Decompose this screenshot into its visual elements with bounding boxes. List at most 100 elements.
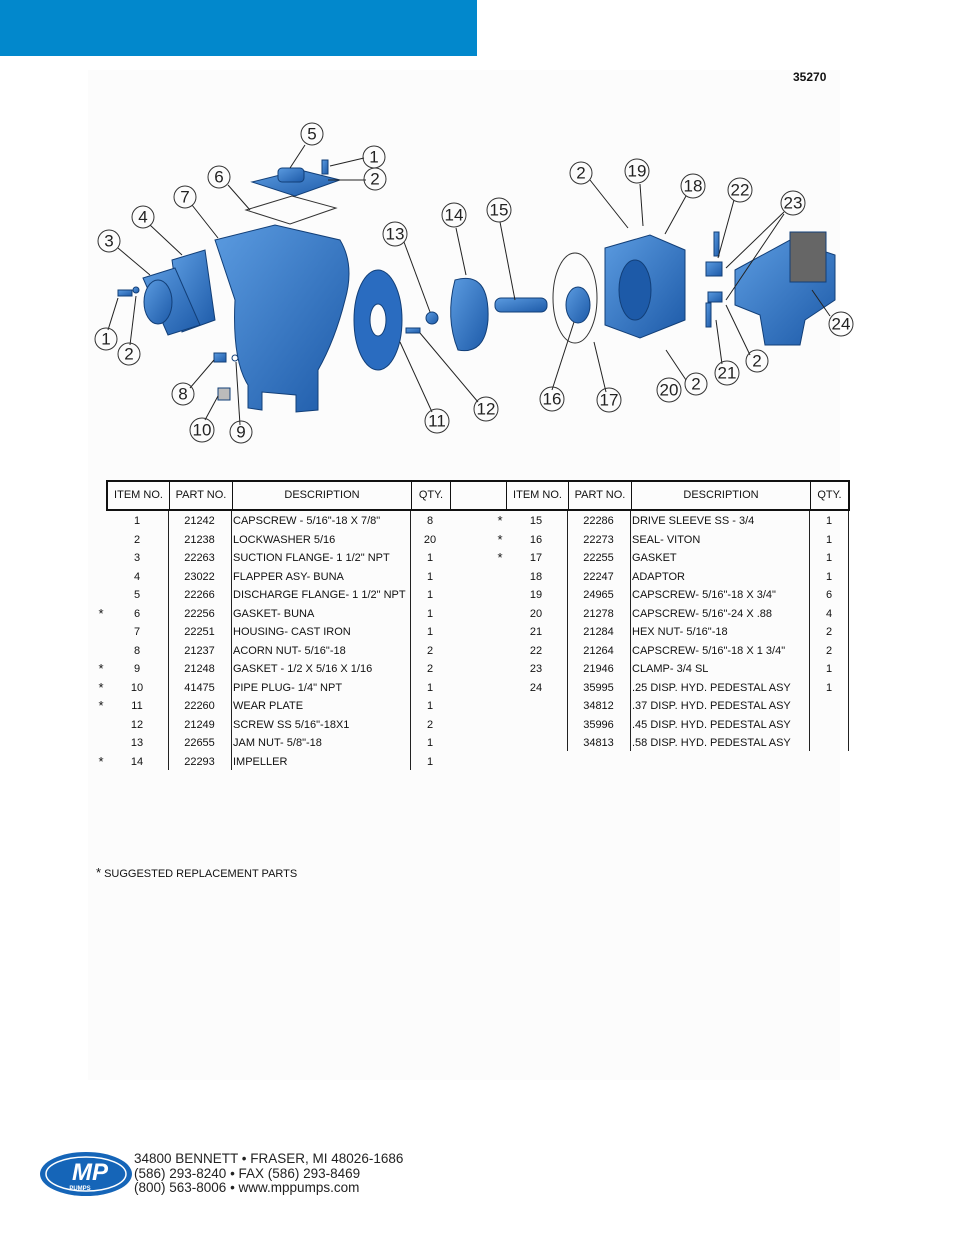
gasket-6 [244, 195, 338, 225]
item-number-cell: 5 [133, 589, 141, 601]
callout-16 [539, 386, 565, 412]
quantity-cell: 2 [825, 644, 833, 657]
quantity-cell: 8 [426, 515, 434, 527]
replacement-star: * [497, 531, 503, 547]
mp-pumps-logo: MP PUMPS [38, 1150, 134, 1198]
capscrew-22 [713, 231, 720, 257]
quantity-cell: 1 [426, 755, 434, 768]
item-number-cell: 21 [529, 626, 543, 638]
footnote: *SUGGESTED REPLACEMENT PARTS [96, 865, 297, 880]
replacement-star: * [98, 679, 104, 695]
part-number-cell: 35995 [583, 681, 614, 694]
header-accent-bar [0, 0, 477, 56]
jam-nut [425, 311, 439, 325]
address-line-1: 34800 BENNETT • FRASER, MI 48026-1686 [134, 1151, 404, 1166]
item-number-cell: 16 [529, 533, 543, 546]
item-number-cell: 14 [130, 755, 144, 768]
callout-label: 12 [477, 400, 496, 419]
document-number: 35270 [793, 70, 827, 84]
header-spacer [451, 482, 507, 509]
quantity-cell: 1 [426, 552, 434, 564]
callout-label: 4 [138, 208, 147, 227]
capscrew-top [321, 159, 329, 175]
callout-15 [486, 197, 512, 223]
quantity-cell: 1 [426, 626, 434, 638]
callout-20 [656, 377, 682, 403]
gasket-9 [231, 354, 239, 362]
quantity-cell: 1 [825, 515, 833, 527]
callout-22 [727, 177, 753, 203]
replacement-star: * [98, 753, 104, 769]
callout-6 [207, 165, 231, 189]
callout-label: 2 [691, 375, 700, 394]
callout-label: 2 [752, 352, 761, 371]
item-number-cell: 4 [133, 570, 141, 583]
screw-12 [405, 327, 421, 334]
description-cell: DISCHARGE FLANGE- 1 1/2" NPT [233, 589, 406, 601]
callout-7 [173, 185, 197, 209]
callout-10 [189, 417, 215, 443]
quantity-cell: 20 [423, 533, 437, 546]
quantity-cell: 2 [825, 626, 833, 638]
callout-label: 5 [307, 125, 316, 144]
callout-label: 23 [784, 194, 803, 213]
quantity-cell: 2 [426, 718, 434, 731]
item-number-cell: 6 [133, 607, 141, 620]
item-number-cell: 2 [133, 533, 141, 546]
replacement-star: * [98, 661, 104, 676]
hex-nut [707, 291, 723, 303]
quantity-cell: 1 [426, 681, 434, 694]
capscrew-left [117, 289, 133, 297]
item-number-cell: 8 [133, 644, 141, 657]
callout-label: 21 [718, 364, 737, 383]
callout-label: 8 [178, 385, 187, 404]
gasket-17 [552, 252, 598, 344]
quantity-cell: 1 [426, 607, 434, 620]
callout-19 [624, 158, 650, 184]
part-number-cell: 22251 [184, 626, 215, 638]
part-number-cell: 22247 [583, 570, 614, 583]
replacement-star: * [98, 698, 104, 713]
callout-12 [473, 396, 499, 422]
callout-21 [714, 360, 740, 386]
header-part-no-right: PART NO. [569, 482, 632, 509]
callout-label: 22 [731, 181, 750, 200]
callout-label: 20 [660, 381, 679, 400]
description-cell: CAPSCREW- 5/16"-24 X .88 [632, 607, 773, 620]
part-number-cell: 24965 [583, 589, 614, 601]
callout-label: 2 [576, 164, 585, 183]
description-cell: CAPSCREW- 5/16"-18 X 1 3/4" [632, 644, 786, 657]
column-line [630, 511, 631, 751]
description-cell: .25 DISP. HYD. PEDESTAL ASY [632, 681, 791, 694]
pump-parts [117, 159, 836, 413]
discharge-flange-neck [277, 167, 305, 183]
callout-label: 1 [369, 148, 378, 167]
replacement-star: * [98, 605, 104, 621]
quantity-cell: 1 [426, 589, 434, 601]
logo-svg: MP PUMPS [40, 1152, 132, 1196]
callout-label: 3 [104, 232, 113, 251]
quantity-cell: 1 [825, 681, 833, 694]
drive-sleeve [494, 297, 548, 313]
part-number-cell: 22263 [184, 552, 215, 564]
part-number-cell: 21278 [583, 607, 614, 620]
callout-label: 19 [628, 162, 647, 181]
part-number-cell: 22266 [184, 589, 215, 601]
address-line-2: (586) 293-8240 • FAX (586) 293-8469 [134, 1165, 361, 1181]
part-number-cell: 22273 [583, 533, 614, 546]
part-number-cell: 22260 [184, 700, 215, 712]
description-cell: HEX NUT- 5/16"-18 [632, 626, 728, 638]
item-number-cell: 19 [529, 589, 543, 601]
description-cell: ADAPTOR [632, 570, 685, 583]
description-cell: CAPSCREW- 5/16"-18 X 3/4" [632, 589, 776, 601]
quantity-cell: 1 [825, 552, 833, 564]
item-number-cell: 20 [529, 607, 543, 620]
callout-2 [363, 167, 387, 191]
quantity-cell: 1 [426, 570, 434, 583]
exploded-parts-diagram: 5 1 2 6 7 4 3 1 2 13 14 15 2 19 18 22 23… [88, 110, 858, 450]
item-number-cell: 10 [130, 681, 144, 694]
part-number-cell: 21284 [583, 626, 614, 638]
company-address: 34800 BENNETT • FRASER, MI 48026-1686 (5… [134, 1151, 404, 1196]
callout-1b [94, 327, 118, 351]
description-cell: WEAR PLATE [233, 700, 304, 712]
